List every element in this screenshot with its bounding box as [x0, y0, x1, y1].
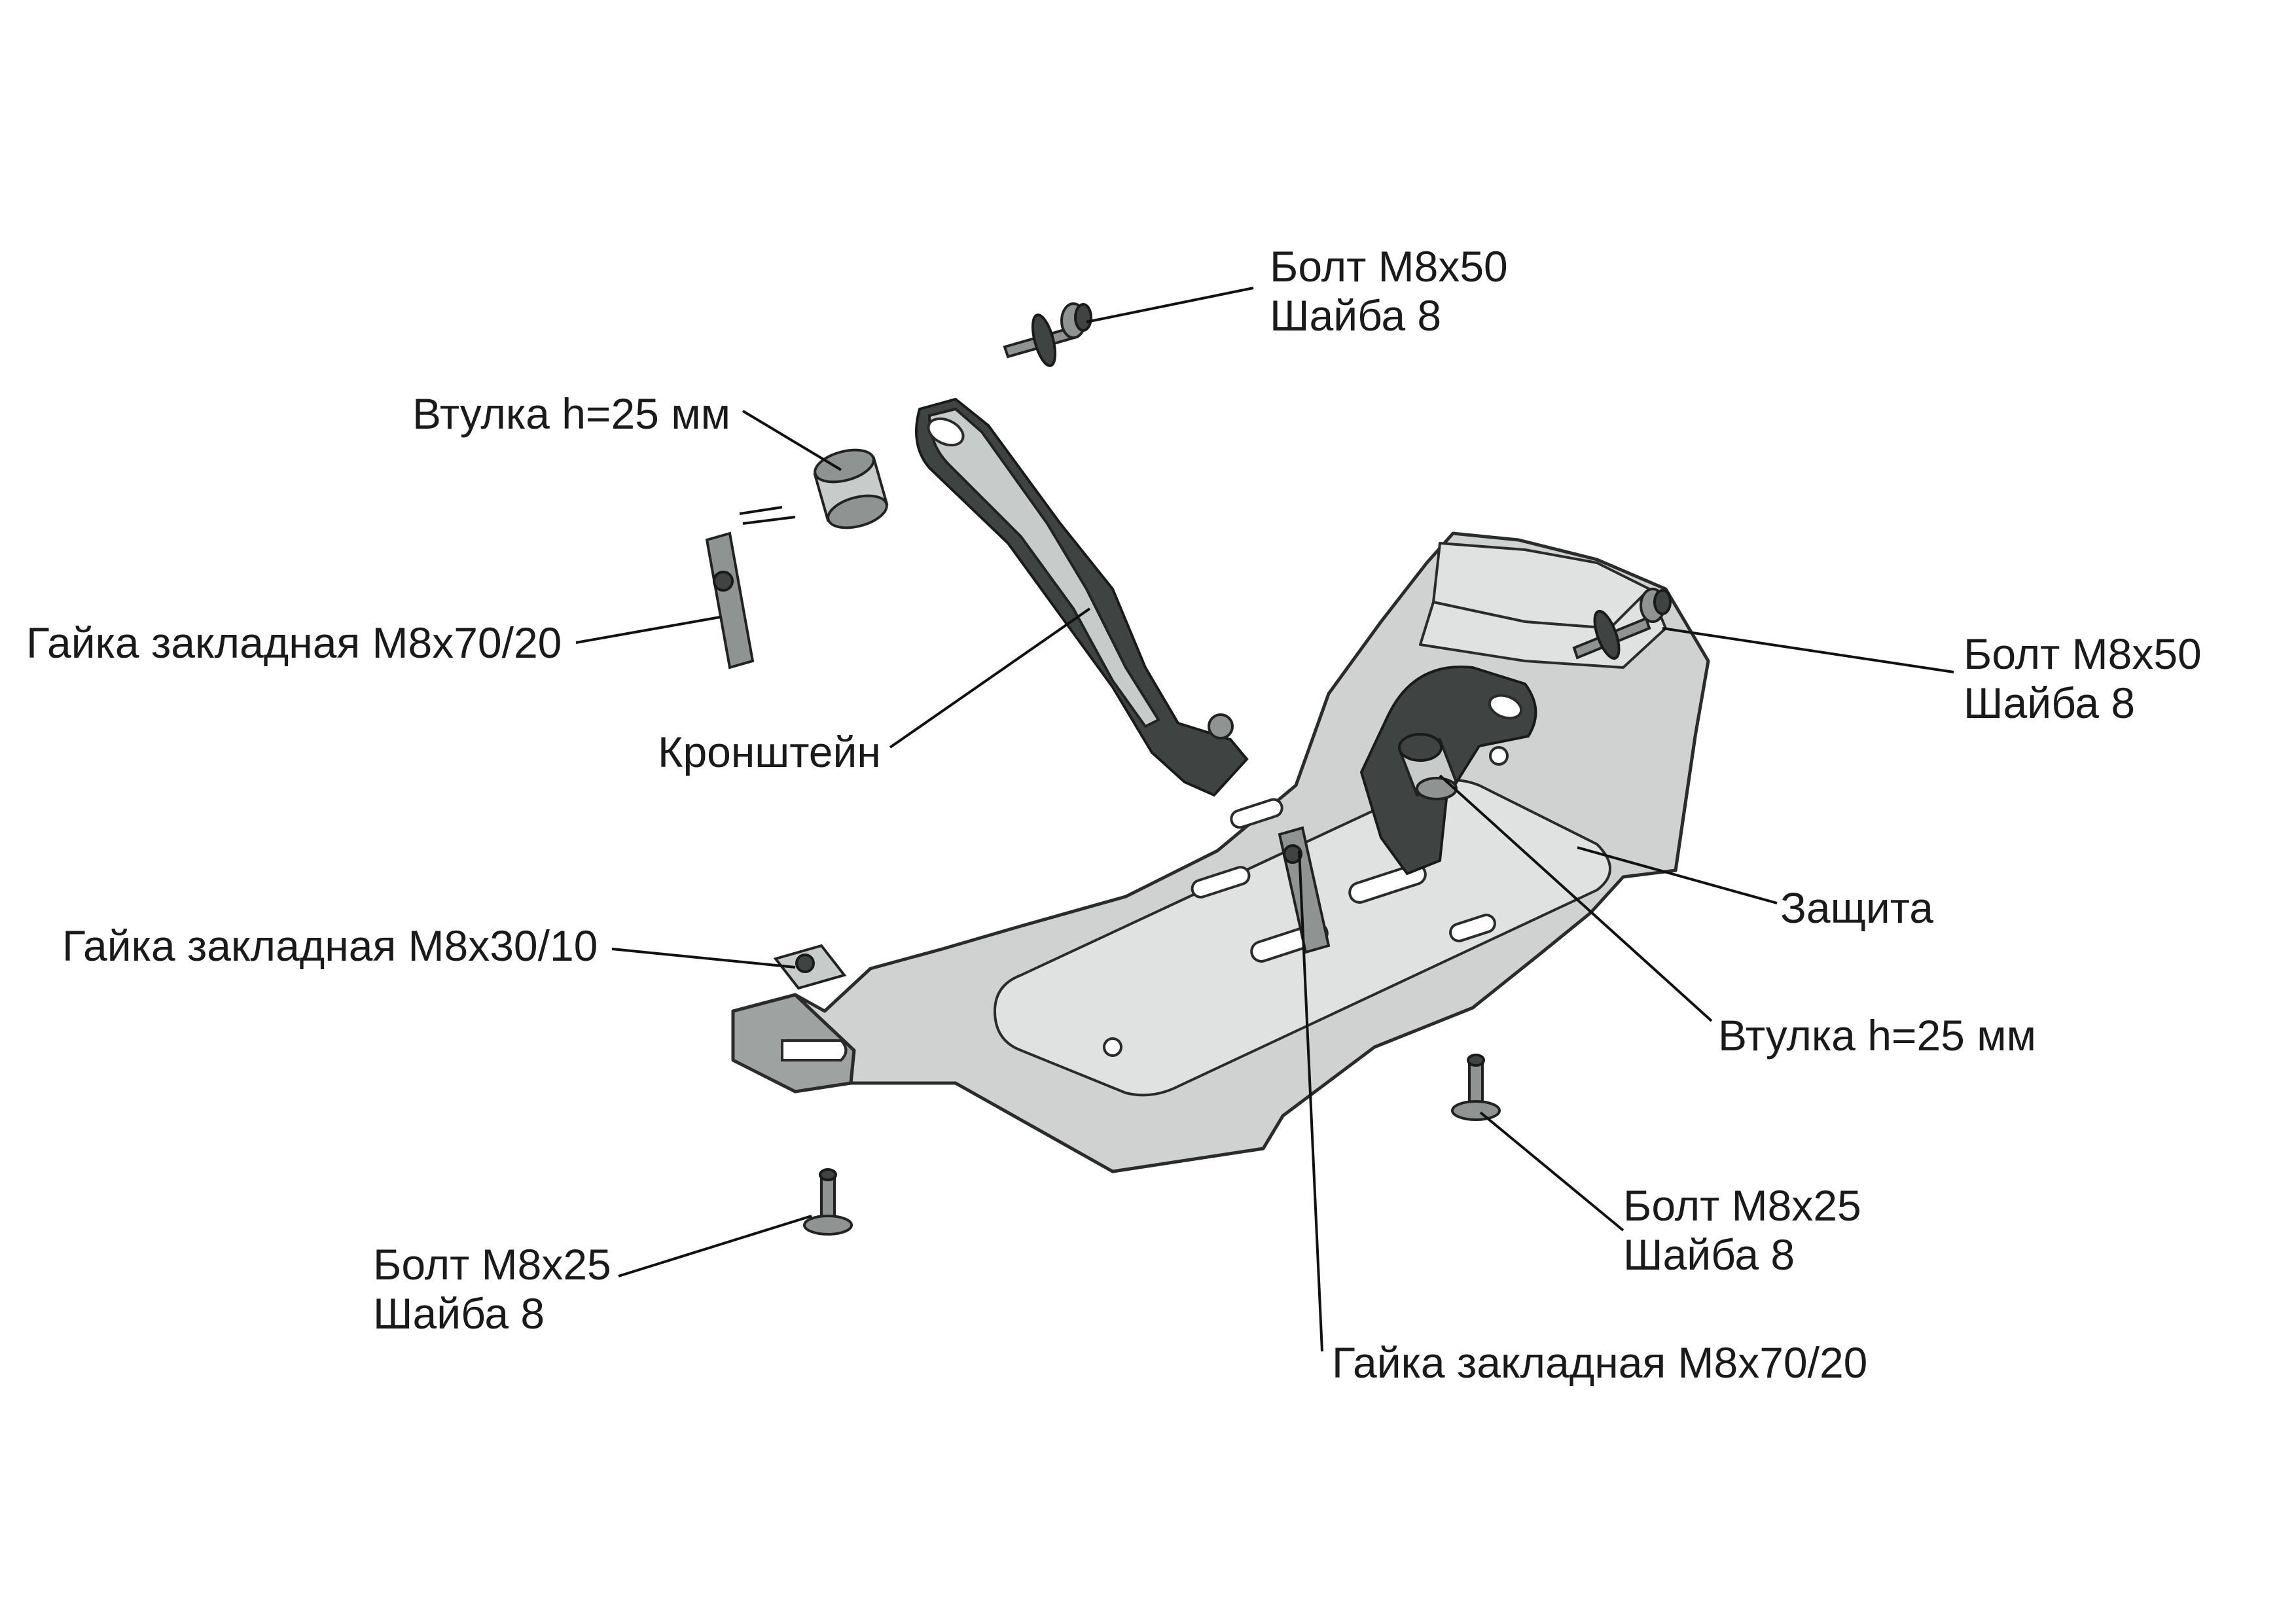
label-bushing-left: Втулка h=25 мм — [412, 389, 730, 438]
protection-plate — [731, 531, 1710, 1173]
bolt-top — [1003, 302, 1092, 367]
leader-nut-bottom-long — [1298, 850, 1323, 1352]
embedded-nut-short — [773, 944, 847, 990]
label-protection: Защита — [1780, 883, 1933, 932]
leader-bushing-left — [742, 410, 842, 471]
leader-bolt-right — [1662, 627, 1954, 673]
label-bracket: Кронштейн — [658, 728, 881, 776]
leader-nut-short — [611, 948, 796, 969]
bolt-bottom-left — [803, 1168, 853, 1236]
embedded-nut-long-left — [705, 506, 796, 669]
leader-bolt-bottom-right — [1479, 1111, 1624, 1232]
embedded-nut-long-center — [1278, 826, 1331, 954]
label-bolt-top-line1: Болт М8х50 — [1270, 242, 1508, 291]
leader-protection — [1577, 846, 1778, 904]
label-bolt-top-line2: Шайба 8 — [1270, 291, 1441, 340]
label-bolt-bottom-right-line1: Болт М8х25 — [1623, 1181, 1861, 1230]
label-nut-left-long: Гайка закладная М8х70/20 — [26, 618, 562, 667]
leader-bracket — [889, 607, 1091, 749]
label-bolt-right-line1: Болт М8х50 — [1964, 630, 2202, 678]
labels: Болт М8х50 Шайба 8 Втулка h=25 мм Гайка … — [26, 242, 2202, 1387]
bracket-part — [915, 397, 1249, 797]
leader-bushing-right — [1439, 774, 1713, 1022]
label-bushing-right: Втулка h=25 мм — [1718, 1011, 2036, 1060]
label-nut-bottom-long: Гайка закладная М8х70/20 — [1332, 1338, 1867, 1387]
bushing-left-part — [813, 448, 889, 529]
bolt-right — [1572, 588, 1672, 660]
leader-lines — [575, 287, 1954, 1352]
label-nut-short: Гайка закладная М8х30/10 — [62, 921, 598, 970]
label-bolt-right-line2: Шайба 8 — [1964, 679, 2135, 727]
label-bolt-bottom-left-line1: Болт М8х25 — [373, 1240, 611, 1289]
leader-bolt-bottom-left — [618, 1215, 812, 1277]
bolt-bottom-right — [1451, 1054, 1501, 1121]
bushing-right-part — [1398, 733, 1458, 800]
leader-bolt-top — [1086, 287, 1254, 323]
leader-nut-left-long — [575, 616, 721, 644]
label-bolt-bottom-right-line2: Шайба 8 — [1623, 1230, 1795, 1279]
label-bolt-bottom-left-line2: Шайба 8 — [373, 1289, 545, 1338]
